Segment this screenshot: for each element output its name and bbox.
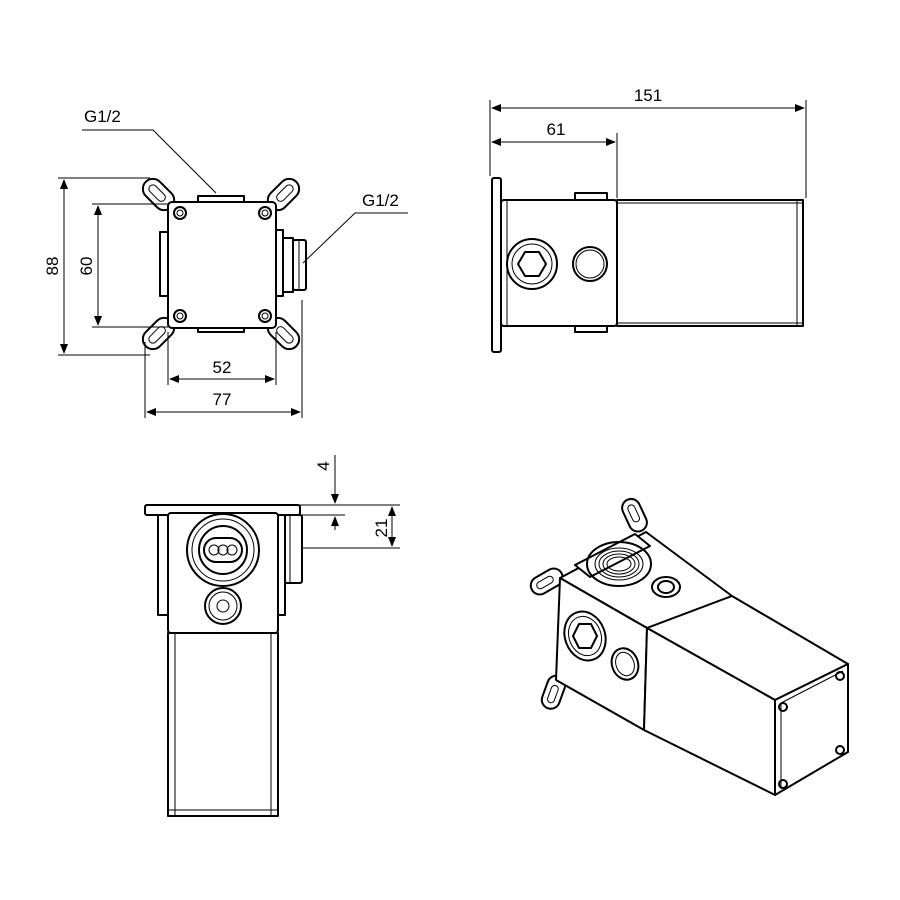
iso-ear-top-left [529, 567, 564, 596]
top-view-outlet [284, 514, 303, 584]
round-port [572, 246, 608, 282]
front-view: G1/2 G1/2 88 60 52 77 [43, 107, 408, 418]
iso-hex-port [563, 610, 607, 662]
side-outlet-flange [282, 237, 294, 293]
dim-offset-small: 4 [314, 461, 333, 470]
top-view-thread-port [186, 513, 260, 587]
dim-height-outer: 88 [43, 257, 62, 276]
side-view: 151 61 [489, 86, 807, 353]
iso-end-screw-tl [778, 702, 788, 712]
top-view-right-ear [277, 514, 286, 616]
dim-length-total: 151 [634, 86, 662, 105]
thread-label-top: G1/2 [84, 107, 121, 126]
dim-width-outer: 77 [213, 390, 232, 409]
top-view-left-ear [157, 514, 169, 616]
dim-width-inner: 52 [213, 358, 232, 377]
iso-thread-port [586, 541, 652, 587]
thread-label-side: G1/2 [362, 191, 399, 210]
leader-thread-top [82, 129, 217, 194]
iso-end-screw-bl [778, 779, 788, 789]
dim-length-body: 61 [547, 120, 566, 139]
iso-top-boss [574, 533, 651, 578]
extension-sleeve [616, 199, 804, 327]
iso-ear-bottom-left [540, 674, 567, 710]
iso-round-port [610, 647, 640, 681]
top-view: 4 21 [144, 455, 400, 817]
top-view-small-port [204, 587, 242, 625]
corner-screw-tr [258, 206, 272, 220]
dim-offset-large: 21 [372, 519, 391, 538]
isometric-view [529, 497, 849, 796]
corner-screw-bl [173, 309, 187, 323]
iso-end-screw-br [835, 745, 845, 755]
valve-body [167, 201, 277, 329]
iso-small-top-port [651, 576, 681, 598]
iso-end-screw-tr [835, 671, 845, 681]
dim-height-inner: 60 [77, 257, 96, 276]
leader-thread-side [302, 212, 408, 264]
mounting-plate [491, 177, 502, 353]
top-view-extension [167, 632, 279, 817]
iso-ear-top-back [621, 497, 648, 533]
corner-screw-br [258, 309, 272, 323]
hex-port [506, 238, 558, 290]
corner-screw-tl [173, 206, 187, 220]
